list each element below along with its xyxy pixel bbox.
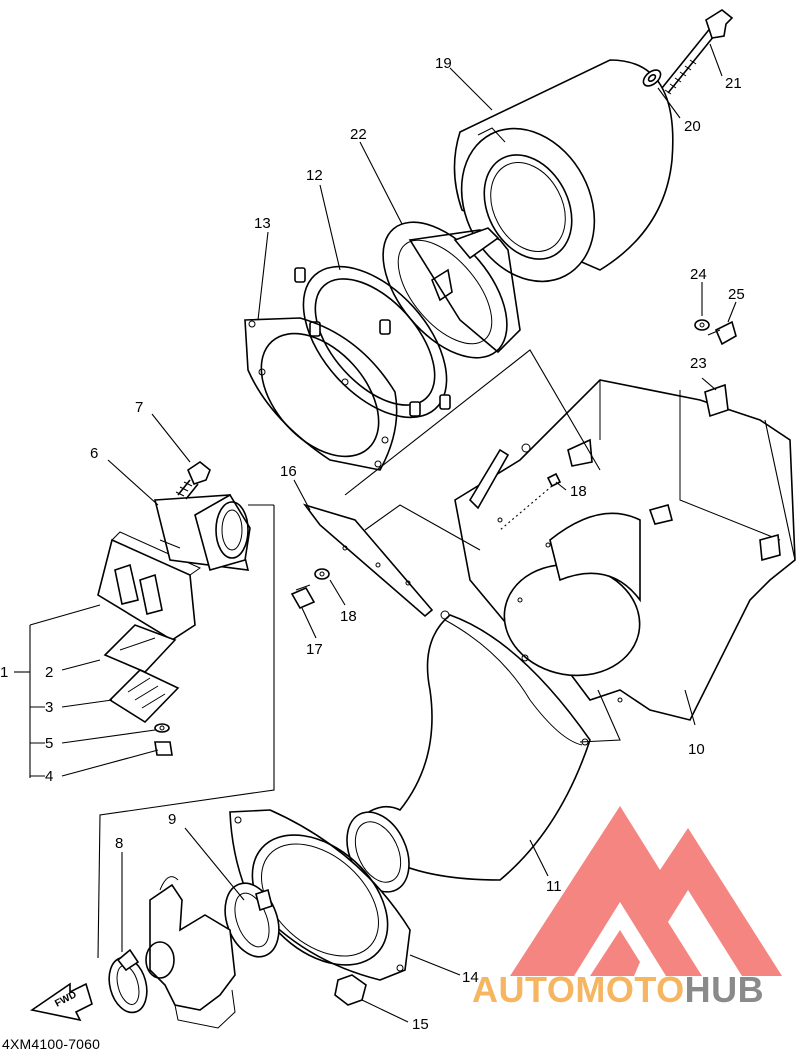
callout-3: 3 bbox=[45, 699, 53, 716]
air-filter-element bbox=[453, 59, 674, 283]
callout-labels: 1 2 3 4 5 6 7 8 9 10 11 12 13 14 15 16 1… bbox=[0, 55, 745, 1033]
callout-14: 14 bbox=[462, 969, 479, 986]
fwd-arrow: FWD bbox=[29, 982, 93, 1022]
callout-7: 7 bbox=[135, 399, 143, 416]
callout-5: 5 bbox=[45, 735, 53, 752]
callout-20: 20 bbox=[684, 118, 701, 135]
intake-manifold bbox=[153, 493, 251, 571]
callout-17: 17 bbox=[306, 641, 323, 658]
callout-21: 21 bbox=[725, 75, 742, 92]
callout-12: 12 bbox=[306, 167, 323, 184]
callout-16: 16 bbox=[280, 463, 297, 480]
intake-plate bbox=[290, 503, 434, 618]
callout-9: 9 bbox=[168, 811, 176, 828]
filter-case-gasket bbox=[294, 265, 451, 419]
callout-25: 25 bbox=[728, 286, 745, 303]
filter-bolt bbox=[642, 9, 734, 95]
logo-wordmark: AUTOMOTOHUB bbox=[472, 969, 764, 1011]
logo-word-automoto: AUTOMOTO bbox=[472, 969, 685, 1010]
callout-11: 11 bbox=[546, 878, 562, 895]
carburetor-joint-flange bbox=[229, 809, 411, 981]
callout-13: 13 bbox=[254, 215, 271, 232]
air-filter-case bbox=[454, 379, 796, 721]
reed-valve-assembly bbox=[97, 531, 202, 756]
carburetor-clamp bbox=[224, 882, 280, 958]
callout-24: 24 bbox=[690, 266, 707, 283]
callout-15: 15 bbox=[412, 1016, 429, 1033]
reference-lines bbox=[29, 349, 796, 959]
callout-18-plate: 18 bbox=[340, 608, 357, 625]
callout-18-case: 18 bbox=[570, 483, 587, 500]
filter-guide bbox=[382, 221, 521, 359]
callout-23: 23 bbox=[690, 355, 707, 372]
part-code-label: 4XM4100-7060 bbox=[2, 1036, 101, 1052]
manifold-bolt bbox=[175, 461, 211, 500]
callout-22: 22 bbox=[350, 126, 367, 143]
carburetor bbox=[145, 876, 236, 1029]
logo-triangle-mark bbox=[510, 806, 782, 976]
callout-19: 19 bbox=[435, 55, 452, 72]
callout-1: 1 bbox=[0, 664, 8, 681]
callout-4: 4 bbox=[45, 768, 53, 785]
logo-word-hub: HUB bbox=[684, 969, 765, 1010]
clamp-8 bbox=[108, 948, 148, 1014]
callout-10: 10 bbox=[688, 741, 705, 758]
automotohub-logo bbox=[510, 806, 782, 976]
intake-plate-gasket bbox=[244, 317, 398, 471]
callout-leaders bbox=[14, 43, 737, 1023]
case-hardware bbox=[499, 319, 737, 531]
nut-15 bbox=[334, 974, 367, 1006]
callout-6: 6 bbox=[90, 445, 98, 462]
callout-8: 8 bbox=[115, 835, 123, 852]
callout-2: 2 bbox=[45, 664, 53, 681]
